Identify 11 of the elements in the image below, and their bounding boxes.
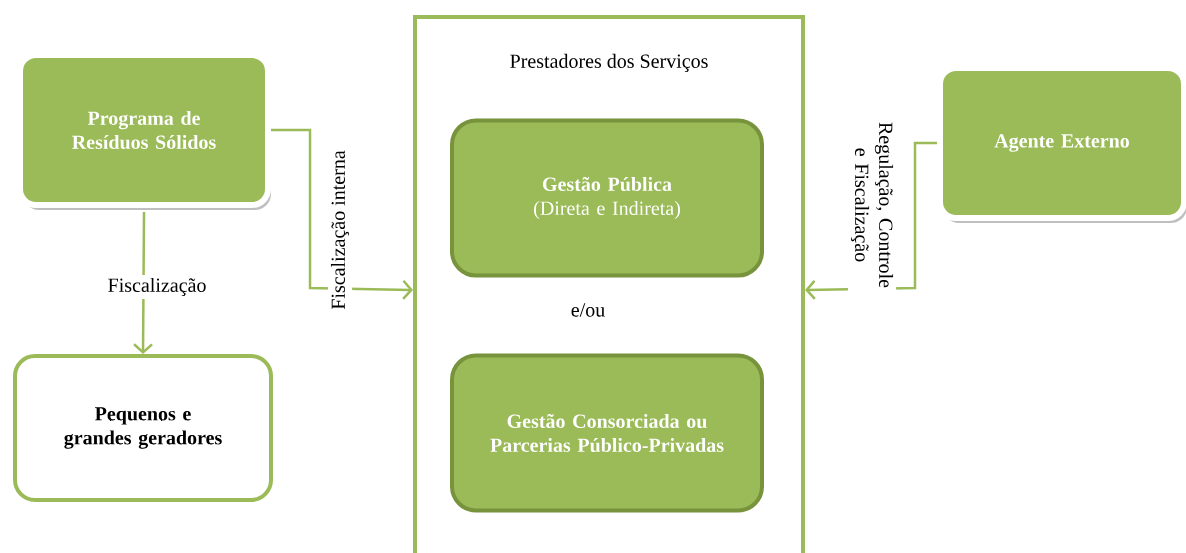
process-box: Pequenos e grandes geradores [13, 354, 273, 502]
connector-text: e/ou [571, 303, 605, 317]
edge-label: Fiscalização [104, 274, 210, 300]
arrow [133, 212, 153, 354]
edge-label: Regulação, Controle e Fiscalização [847, 102, 897, 308]
arrow [271, 128, 413, 300]
process-box: Agente Externo [937, 65, 1186, 223]
edge-label: Fiscalização interna [327, 147, 353, 313]
process-box: Gestão Pública (Direta e Indireta) [450, 118, 764, 278]
process-box: Gestão Consorciada ou Parcerias Público-Privadas [450, 353, 764, 513]
process-box: Programa de Resíduos Sólidos [17, 52, 271, 210]
